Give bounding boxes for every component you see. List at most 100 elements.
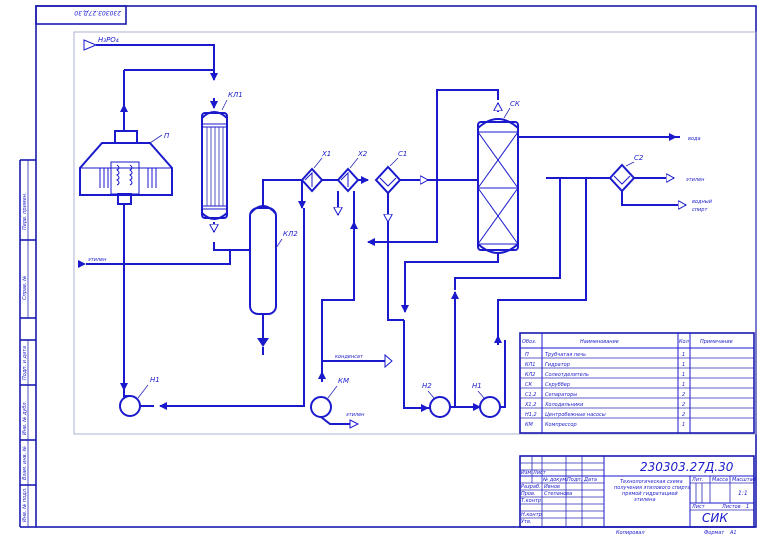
recycle-lines bbox=[140, 180, 358, 410]
tag-n1-left: Н1 bbox=[150, 376, 160, 384]
stream-label-alcohol-2: спирт bbox=[692, 207, 708, 213]
row-label-ncontrol: Н.контр. bbox=[521, 512, 543, 518]
spec-row-name: Гидратор bbox=[545, 362, 570, 368]
side-stamp-labels: Перв. примен. Справ. № Подп. и дата Инв.… bbox=[22, 9, 121, 522]
side-label-4: Инв. № дубл. bbox=[22, 401, 28, 435]
drawing-code: 230303.27Д.30 bbox=[640, 460, 734, 474]
label-format: Формат bbox=[704, 530, 725, 536]
separator-c2: С2 этилен водный спирт bbox=[451, 154, 713, 320]
stream-label-ethylene-in: этилен bbox=[88, 257, 107, 263]
row-label-date: Дата bbox=[583, 477, 597, 483]
scrubber-sk: СК bbox=[367, 89, 521, 313]
spec-row-qty: 2 bbox=[682, 402, 685, 408]
water-line: вода bbox=[518, 133, 701, 142]
title-line-4: этилена bbox=[634, 497, 656, 503]
cooler-x1: Х1 bbox=[300, 150, 331, 193]
name-developer: Ивнов bbox=[544, 484, 560, 490]
spec-row-code: Н1,2 bbox=[525, 412, 537, 418]
side-label-1: Перв. примен. bbox=[22, 192, 28, 230]
tag-p: П bbox=[164, 132, 170, 140]
compressor-km: КМ этилен bbox=[310, 377, 365, 429]
spec-row-name: Холодильники bbox=[544, 402, 584, 408]
specification-table: Обоз. Наименование Кол Примечание П Труб… bbox=[519, 332, 755, 434]
row-label-sign: Подп. bbox=[567, 477, 582, 483]
spec-row-qty: 1 bbox=[682, 352, 685, 358]
spec-header-qty: Кол bbox=[679, 339, 690, 345]
spec-row-code: КМ bbox=[525, 422, 534, 428]
row-label-approved: Утв. bbox=[521, 519, 532, 525]
stream-label-ethylene-out: этилен bbox=[686, 177, 705, 183]
separator-c1: С1 bbox=[374, 150, 478, 321]
spec-row-code: С1,2 bbox=[525, 392, 536, 398]
row-label-developer: Разраб. bbox=[521, 484, 541, 490]
pump-n2: Н2 bbox=[403, 300, 456, 418]
tube-furnace-p: П bbox=[79, 69, 214, 205]
sheets-value: 1 bbox=[746, 504, 749, 510]
spec-row-code: Х1,2 bbox=[524, 402, 536, 408]
spec-header-code: Обоз. bbox=[522, 339, 536, 345]
title-line-1: Технологическая схема bbox=[620, 479, 683, 485]
title-block: 230303.27Д.30 Технологическая схема полу… bbox=[519, 455, 756, 528]
hydrator-kl1: КЛ1 bbox=[201, 91, 250, 251]
rotated-drawing-code: 230303.27Д.30 bbox=[74, 9, 121, 16]
drawing-frame bbox=[19, 5, 757, 528]
stream-label-h3po4: H₃PO₄ bbox=[98, 36, 119, 44]
spec-row-name: Центробежные насосы bbox=[545, 412, 606, 418]
format-value: А1 bbox=[729, 530, 737, 536]
scale-value: 1:1 bbox=[738, 490, 748, 497]
spec-row-code: КЛ1 bbox=[525, 362, 536, 368]
spec-row-name: Сепараторы bbox=[545, 392, 577, 398]
side-label-3: Подп. и дата bbox=[22, 346, 28, 380]
label-sheet: Лист bbox=[691, 504, 706, 510]
h3po4-feed-line: H₃PO₄ bbox=[83, 36, 218, 81]
ethylene-inlet-line: этилен bbox=[78, 250, 231, 268]
spec-row-qty: 2 bbox=[682, 412, 685, 418]
title-line-3: прямой гидратацией bbox=[622, 491, 678, 497]
stream-label-ethylene-bottom: этилен bbox=[346, 412, 365, 418]
spec-row-code: П bbox=[525, 352, 529, 358]
name-checker: Степанова bbox=[544, 491, 572, 497]
label-copied: Копировал bbox=[616, 530, 645, 536]
salt-separator-kl2: КЛ2 bbox=[249, 179, 302, 355]
label-letter: Лит. bbox=[691, 477, 704, 483]
tag-sk: СК bbox=[510, 100, 521, 108]
tag-n2: Н2 bbox=[422, 382, 432, 390]
label-sheets: Листов bbox=[721, 504, 741, 510]
stream-label-condensate: конденсат bbox=[335, 354, 364, 360]
row-label-checked: Пров. bbox=[521, 491, 536, 497]
label-mass: Масса bbox=[712, 477, 728, 483]
tag-n1-right: Н1 bbox=[472, 382, 482, 390]
row-label-doc: № докум. bbox=[542, 477, 568, 483]
tag-km: КМ bbox=[338, 377, 349, 385]
spec-header-note: Примечание bbox=[700, 339, 733, 345]
stream-label-alcohol-1: водный bbox=[692, 199, 713, 205]
row-label-list: Лист bbox=[532, 470, 547, 476]
spec-row-qty: 1 bbox=[682, 422, 685, 428]
tag-x2: Х2 bbox=[357, 150, 368, 158]
tag-c1: С1 bbox=[398, 150, 407, 158]
spec-row-code: СК bbox=[525, 382, 532, 388]
label-scale: Масштаб bbox=[732, 477, 756, 483]
pump-n1-left: Н1 bbox=[119, 376, 160, 417]
tag-x1: Х1 bbox=[321, 150, 331, 158]
row-label-tcontrol: Т.контр. bbox=[521, 498, 543, 504]
spec-row-name: Скруббер bbox=[545, 382, 570, 388]
condensate-line: конденсат bbox=[322, 353, 393, 369]
bottom-strip: Копировал Формат А1 bbox=[616, 530, 737, 536]
spec-row-qty: 1 bbox=[682, 372, 685, 378]
spec-row-qty: 2 bbox=[682, 392, 685, 398]
spec-row-qty: 1 bbox=[682, 382, 685, 388]
title-line-2: получения этилового спирта bbox=[614, 485, 691, 491]
row-label-izm: Изм bbox=[521, 470, 531, 476]
side-label-5: Взам. инв. № bbox=[22, 446, 28, 480]
tag-kl2: КЛ2 bbox=[283, 230, 298, 238]
tag-kl1: КЛ1 bbox=[228, 91, 243, 99]
spec-row-name: Компрессор bbox=[545, 422, 577, 428]
org-short: СИК bbox=[702, 511, 728, 525]
spec-header-name: Наименование bbox=[580, 339, 619, 345]
spec-row-code: КЛ2 bbox=[525, 372, 536, 378]
side-label-2: Справ. № bbox=[22, 276, 28, 300]
stream-label-water: вода bbox=[688, 136, 701, 142]
spec-row-name: Трубчатая печь bbox=[545, 352, 586, 358]
